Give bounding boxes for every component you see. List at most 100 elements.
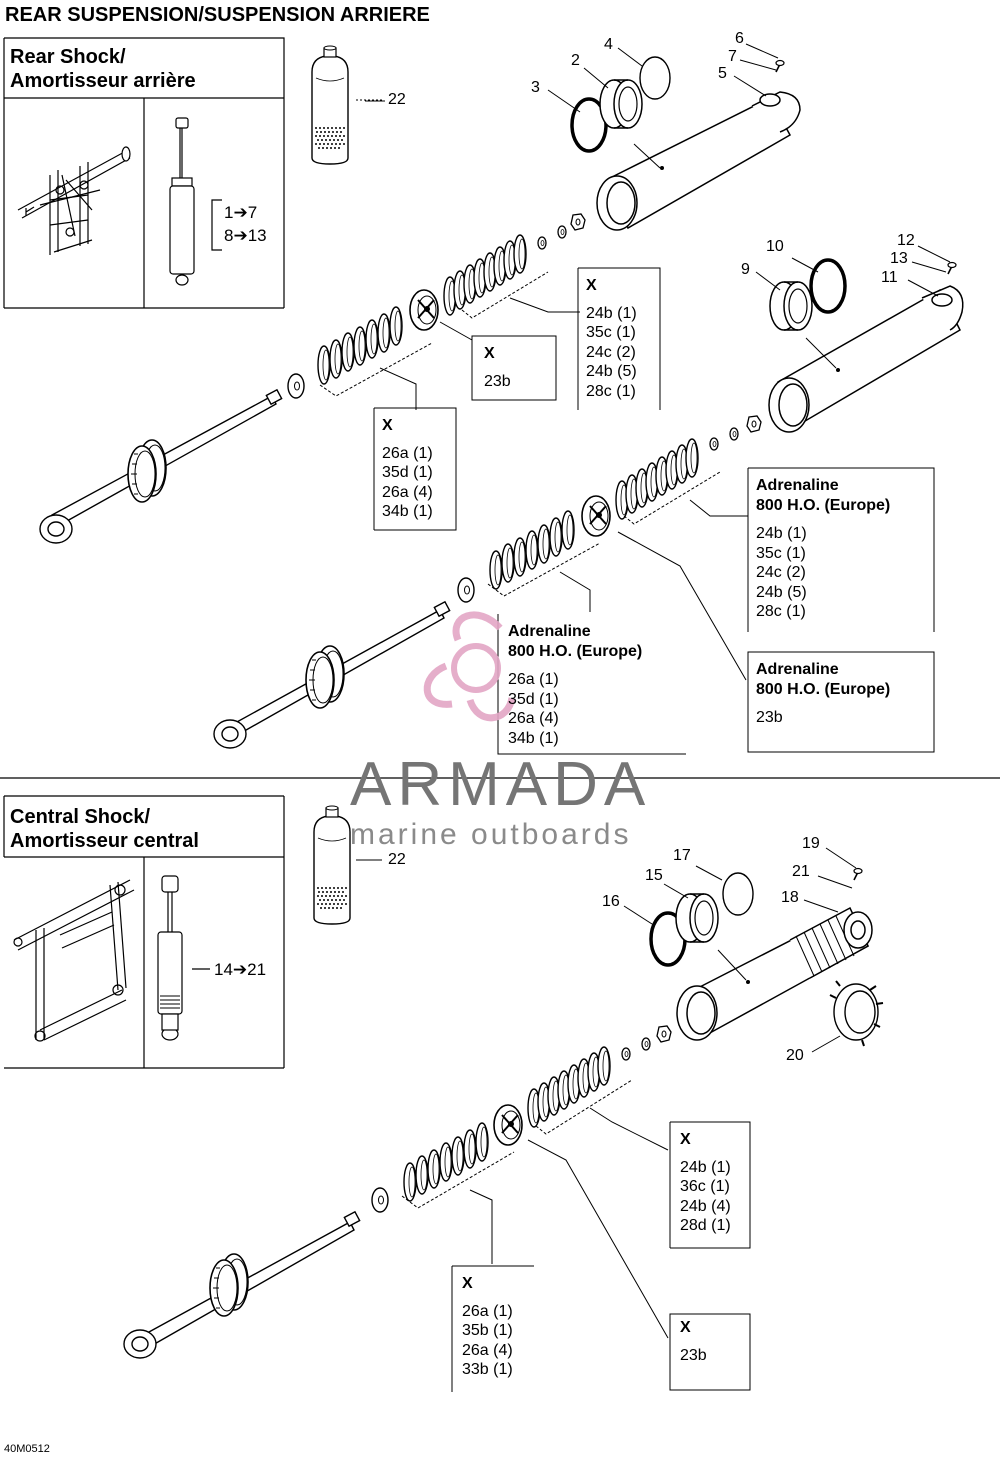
piston-1 [409, 289, 439, 331]
callout-2: 2 [571, 52, 580, 69]
spring-stack-3a [403, 1122, 489, 1202]
parts-box-3: X 26a (1) 35d (1) 26a (4) 34b (1) [382, 416, 433, 522]
box-line: 24b (1) [756, 525, 807, 542]
box-header: Adrenaline [508, 623, 591, 640]
screw-19 [853, 867, 863, 881]
screw-12 [947, 261, 957, 275]
oil-can-bottom [313, 805, 351, 925]
box-header: 800 H.O. (Europe) [756, 680, 891, 698]
parts-box-5: Adrenaline 800 H.O. (Europe) 26a (1) 35d… [508, 622, 642, 748]
o-ring-10 [809, 258, 847, 314]
box-line: 35c (1) [586, 324, 636, 341]
assembly-rear-shock-2 [213, 245, 964, 749]
spring-nut-20 [829, 980, 884, 1047]
box-line: 28c (1) [586, 382, 636, 400]
cap-4 [639, 56, 671, 100]
parts-box-6: Adrenaline 800 H.O. (Europe) 23b [756, 660, 890, 728]
box-header: Adrenaline [756, 661, 839, 678]
parts-box-2: X 23b [484, 344, 511, 391]
watermark-tagline: marine outboards [350, 818, 632, 851]
piston-3 [493, 1104, 523, 1146]
callout-15: 15 [645, 867, 663, 884]
callout-9: 9 [741, 261, 750, 278]
callout-22-top: 22 [388, 91, 406, 108]
parts-box-1: X 24b (1) 35c (1) 24c (2) 24b (5) 28c (1… [586, 276, 637, 401]
parts-box-4: Adrenaline 800 H.O. (Europe) 24b (1) 35c… [756, 476, 890, 622]
drawing-code: 40M0512 [4, 1443, 50, 1455]
box-header: 800 H.O. (Europe) [508, 642, 643, 660]
box-header: X [680, 1131, 691, 1148]
callout-13: 13 [890, 250, 908, 267]
box-line: 26a (4) [462, 1341, 513, 1359]
shock-thumbnail-rear [169, 117, 195, 286]
box-line: 33b (1) [462, 1361, 513, 1378]
box-line: 28d (1) [680, 1217, 731, 1234]
box-line: 24b (1) [680, 1158, 731, 1176]
box-line: 28c (1) [756, 603, 806, 620]
box-line: 24b (5) [586, 363, 637, 380]
rear-shock-heading: Rear Shock/ Amortisseur arrière [10, 46, 196, 92]
callout-20: 20 [786, 1047, 804, 1064]
box-header: X [586, 277, 597, 294]
callout-21: 21 [792, 863, 810, 880]
box-line: 36c (1) [680, 1178, 730, 1195]
callout-16: 16 [602, 893, 620, 910]
box-line: 23b [484, 372, 511, 390]
central-shock-heading: Central Shock/ Amortisseur central [10, 806, 199, 852]
cap-17 [722, 872, 754, 916]
box-header: 800 H.O. (Europe) [756, 496, 891, 514]
box-line: 35d (1) [382, 464, 433, 481]
box-header: X [484, 345, 495, 362]
box-line: 26a (4) [508, 710, 559, 727]
bearing-15 [675, 893, 719, 943]
parts-box-9: X 23b [680, 1318, 707, 1365]
box-line: 23b [680, 1346, 707, 1364]
bearing-9 [769, 281, 813, 331]
spring-stack-3b [527, 1046, 611, 1128]
watermark-brand: ARMADA [350, 750, 652, 819]
rear-shock-thumbnail-frame [3, 37, 285, 309]
callout-12: 12 [897, 232, 915, 249]
skid-frame-sketch-rear [17, 146, 131, 255]
box-line: 35d (1) [508, 690, 559, 708]
piston-2 [581, 495, 611, 537]
screw-6 [775, 59, 785, 73]
spring-stack-1b [443, 234, 527, 316]
box-line: 26a (4) [382, 483, 433, 501]
box-line: 34b (1) [508, 729, 559, 747]
callout-10: 10 [766, 238, 784, 255]
assembly-central-shock [123, 847, 884, 1359]
central-shock-thumbnail-frame [3, 795, 285, 1069]
shock-body-2 [768, 285, 964, 433]
box-line: 24c (2) [586, 343, 636, 361]
callout-11: 11 [881, 269, 898, 286]
skid-frame-sketch-central [13, 879, 135, 1042]
box-line: 24c (2) [756, 564, 806, 581]
box-line: 24b (5) [756, 583, 807, 601]
spring-stack-2b [615, 438, 699, 520]
box-line: 35c (1) [756, 544, 806, 562]
box-line: 24b (1) [586, 304, 637, 322]
shock-body-3 [676, 906, 873, 1041]
box-line: 26a (1) [508, 671, 559, 688]
shock-body-1 [596, 91, 801, 231]
callout-17: 17 [673, 847, 691, 864]
shock-thumbnail-central [157, 875, 183, 1041]
assembly-rear-shock-1 [39, 43, 801, 544]
rear-shock-range-1: 1➔7 [224, 203, 258, 222]
box-line: 26a (1) [382, 444, 433, 462]
oil-can-top [311, 45, 349, 165]
callout-3: 3 [531, 79, 540, 96]
box-line: 34b (1) [382, 503, 433, 520]
box-header: Adrenaline [756, 477, 839, 494]
propeller-logo-icon [423, 611, 516, 722]
box-header: X [462, 1275, 473, 1292]
rear-shock-range-2: 8➔13 [224, 226, 267, 245]
page-title: REAR SUSPENSION/SUSPENSION ARRIERE [5, 4, 430, 26]
box-line: 26a (1) [462, 1302, 513, 1320]
callout-7: 7 [728, 48, 737, 65]
box-line: 23b [756, 709, 783, 726]
box-header: X [680, 1319, 691, 1336]
